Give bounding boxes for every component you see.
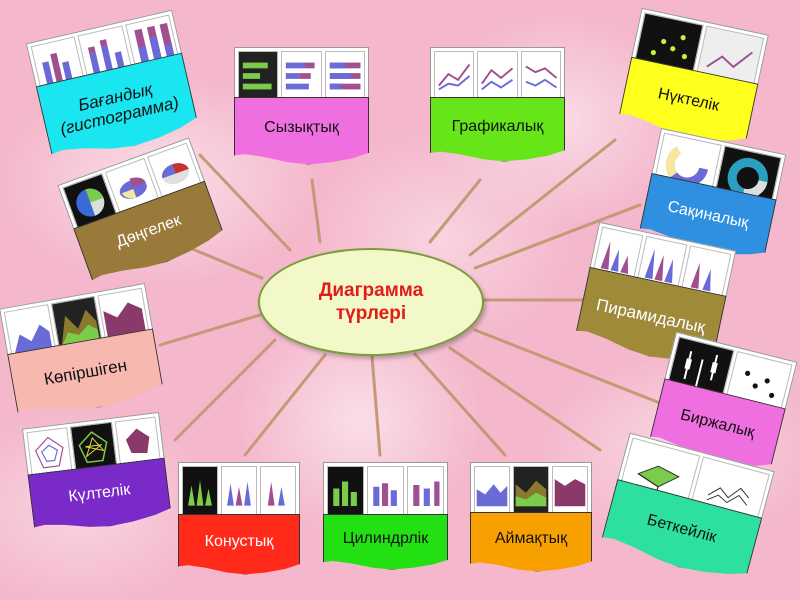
- candlestick-icon: [724, 350, 793, 418]
- bar-chart-icon: [30, 36, 87, 96]
- card-cone: Конустық: [178, 462, 300, 575]
- line-bar-thumbnails: [234, 47, 369, 105]
- area-label: Аймақтық: [494, 530, 568, 547]
- connector-line: [198, 153, 292, 252]
- stacked-horizontal-bar-icon: [281, 51, 322, 101]
- stock-chart-icon: [665, 336, 735, 403]
- layered-label: Көпіршіген: [42, 355, 129, 389]
- percent-horizontal-bar-icon: [324, 51, 365, 101]
- cone-thumbnails: [178, 462, 300, 522]
- cylinder-thumbnails: [323, 462, 448, 522]
- connector-line: [243, 353, 327, 457]
- pyramid-chart-icon: [591, 226, 644, 285]
- percent-line-icon: [520, 51, 561, 101]
- radar-marker-icon: [70, 421, 118, 474]
- card-petal: Күлтелік: [21, 411, 172, 536]
- bar-thumbnails: [25, 9, 186, 100]
- surface-label: Беткейлік: [645, 511, 719, 547]
- area-thumbnails: [470, 462, 592, 520]
- card-circle: Дөңгелек: [57, 137, 226, 288]
- cylinder-chart-icon: [327, 466, 364, 518]
- circle-thumbnails: [57, 137, 208, 237]
- area-label-box: Аймақтық: [470, 512, 592, 572]
- petal-label: Күлтелік: [67, 481, 132, 506]
- exchange-label: Биржалық: [678, 406, 757, 442]
- card-line-bar: Сызықтық: [234, 47, 369, 165]
- card-pyramid: Пирамидалық: [574, 221, 737, 370]
- ring-label: Сақиналық: [665, 198, 750, 232]
- card-area: Аймақтық: [470, 462, 592, 572]
- line-bar-label-box: Сызықтық: [234, 97, 369, 165]
- connector-line: [473, 328, 667, 407]
- area-chart-icon: [3, 304, 57, 362]
- line-bar-label: Сызықтық: [264, 119, 339, 136]
- connector-line: [188, 246, 264, 280]
- wireframe-surface-icon: [689, 456, 770, 525]
- exchange-thumbnails: [661, 331, 798, 423]
- stacked-cylinder-icon: [367, 466, 404, 518]
- line-chart-icon: [434, 51, 475, 101]
- card-graph: Графикалық: [430, 47, 565, 162]
- percent-area-icon: [97, 287, 151, 345]
- cone-chart-icon: [182, 466, 218, 518]
- stacked-area-icon-2: [513, 466, 549, 516]
- connector-line: [473, 203, 642, 270]
- stacked-cone-icon: [221, 466, 257, 518]
- connector-line: [468, 138, 617, 257]
- cone-3d-icon: [260, 466, 296, 518]
- graph-label: Графикалық: [451, 117, 544, 135]
- scatter-icon: [633, 12, 703, 78]
- connector-line: [413, 352, 507, 457]
- connector-line: [310, 178, 322, 244]
- graph-label-box: Графикалық: [430, 97, 565, 162]
- scatter-line-icon: [694, 25, 765, 91]
- cone-label: Конустық: [204, 532, 274, 550]
- pyramid-thumbnails: [587, 221, 737, 308]
- card-surface: Беткейлік: [599, 432, 775, 586]
- card-exchange: Биржалық: [648, 331, 798, 477]
- center-title: Диаграмма түрлері: [318, 280, 424, 324]
- filled-radar-icon: [114, 416, 162, 469]
- petal-thumbnails: [21, 411, 166, 484]
- connector-line: [428, 178, 482, 244]
- cylinder-label: Цилиндрлік: [342, 530, 429, 547]
- pyramid-label: Пирамидалық: [594, 294, 707, 337]
- stacked-line-icon: [477, 51, 518, 101]
- connector-line: [158, 313, 262, 347]
- exploded-pie-icon: [104, 157, 161, 217]
- card-layered: Көпіршіген: [0, 283, 165, 422]
- cone-label-box: Конустық: [178, 514, 300, 575]
- connector-line: [173, 338, 277, 442]
- circle-label: Дөңгелек: [113, 211, 184, 251]
- card-bar: Бағандық (гистограмма): [25, 9, 200, 166]
- horizontal-bar-icon: [238, 51, 279, 101]
- percent-area-icon-2: [552, 466, 588, 516]
- card-ring: Сақиналық: [638, 127, 787, 264]
- radar-chart-icon: [26, 427, 74, 479]
- percent-bar-icon: [124, 14, 181, 74]
- cylinder-label-box: Цилиндрлік: [323, 514, 448, 570]
- dot-label: Нүктелік: [656, 85, 721, 115]
- connector-line: [370, 354, 382, 457]
- pyramid-3d-icon: [679, 245, 732, 303]
- pie-chart-icon: [62, 173, 119, 232]
- graph-thumbnails: [430, 47, 565, 105]
- surface-thumbnails: [614, 432, 775, 530]
- card-cylinder: Цилиндрлік: [323, 462, 448, 570]
- pie-3d-icon: [147, 142, 203, 202]
- dot-thumbnails: [628, 7, 769, 96]
- card-dot: Нүктелік: [617, 7, 769, 150]
- cylinder-3d-icon: [407, 466, 444, 518]
- area-chart-icon-2: [474, 466, 510, 516]
- center-title-ellipse: Диаграмма түрлері: [258, 248, 484, 356]
- stacked-pyramid-icon: [635, 235, 688, 294]
- connector-line: [448, 346, 602, 452]
- bar-label: Бағандық (гистограмма): [58, 78, 181, 139]
